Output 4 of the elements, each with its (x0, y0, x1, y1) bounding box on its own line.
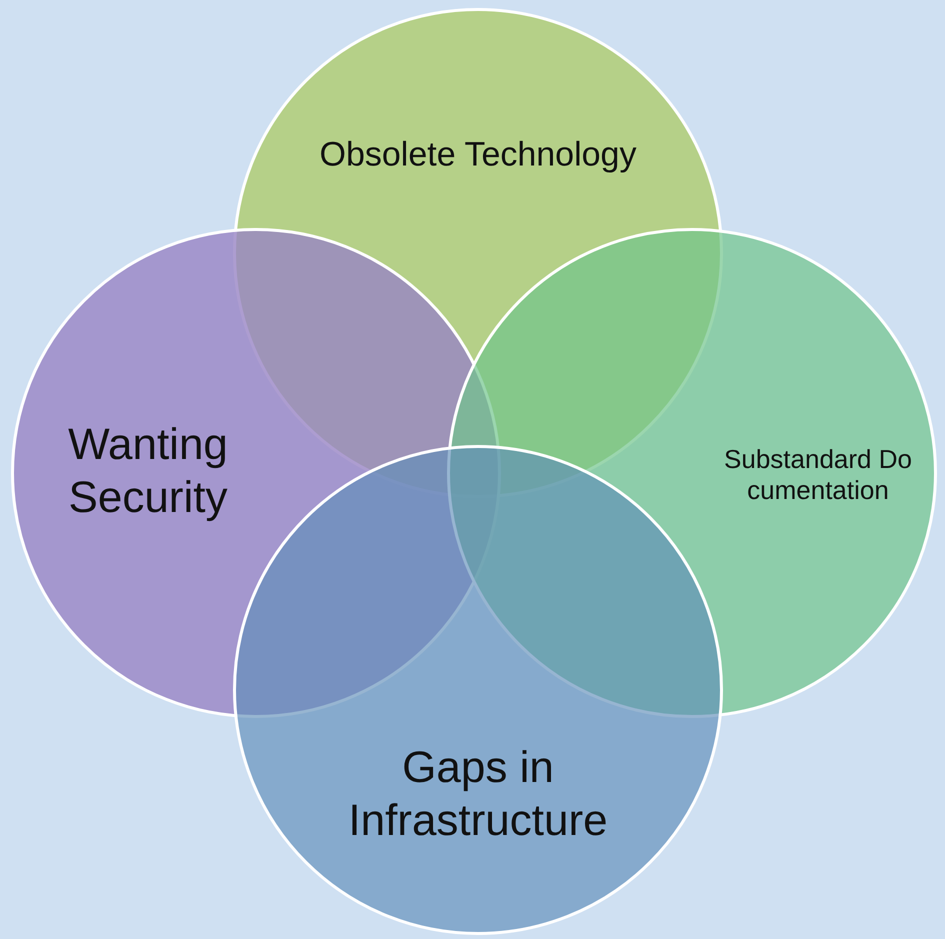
circle-label: Gaps in Infrastructure (347, 742, 609, 847)
circle-label: Wanting Security (67, 419, 229, 524)
circle-label: Obsolete Technology (318, 134, 638, 176)
circle-label: Substandard Documentation (723, 444, 913, 506)
